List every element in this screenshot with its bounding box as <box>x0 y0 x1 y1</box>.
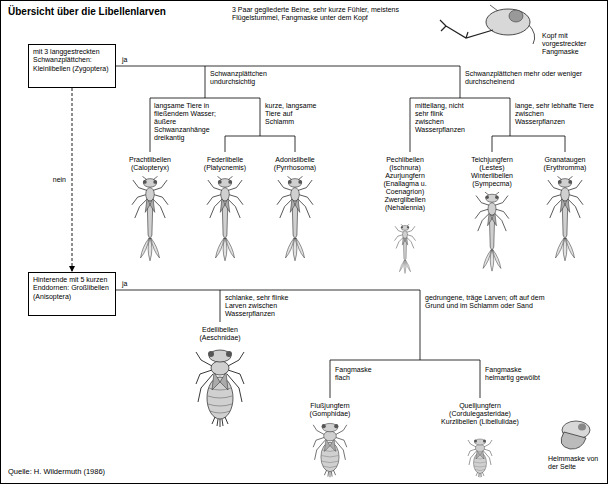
connector-line <box>72 88 73 272</box>
trait-text: langsame Tiere in fließendem Wasser; äuß… <box>154 102 222 142</box>
taxon-label: Edellibellen (Aeschnidae) <box>184 326 256 342</box>
trait-text: Fangmaske flach <box>335 366 380 382</box>
taxon-label: Prachtlibellen (Calopteryx) <box>118 156 182 172</box>
taxon-label: Flußjungfern (Gomphidae) <box>290 402 370 418</box>
branch-label: ja <box>122 56 142 64</box>
dashed-connector <box>69 88 75 272</box>
trait-text: schlanke, sehr flinke Larven zwischen Wa… <box>225 294 310 318</box>
tree-lines <box>116 66 565 398</box>
branch-label: Schwanzplättchen undurchsichtig <box>210 70 300 86</box>
trait-text: Fangmaske helmartig gewölbt <box>485 366 545 382</box>
source-caption: Quelle: H. Wildermuth (1986) <box>8 468 105 477</box>
branch-label: Schwanzplättchen mehr oder weniger durch… <box>465 70 600 86</box>
box-text: Hinterende mit 5 kurzen Enddornen: Großl… <box>33 276 111 301</box>
larva-libellulidae <box>468 439 492 478</box>
trait-text: kurze, langsame Tiere auf Schlamm <box>265 102 321 126</box>
trait-text: gedrungene, träge Larven; oft auf dem Gr… <box>425 294 545 310</box>
key-box: Hinterende mit 5 kurzen Enddornen: Großl… <box>28 272 116 316</box>
key-box: mit 3 langgestreckten Schwanzplättchen: … <box>28 44 116 88</box>
taxon-label: Quelljungfern (Cordulegasteridae) Kurzli… <box>434 402 526 426</box>
trait-text: mittellang, nicht sehr flink zwischen Wa… <box>415 102 473 134</box>
larva-pyrrhosoma <box>277 176 313 261</box>
figure-caption: Kopf mit vorgestreckter Fangmaske <box>542 32 604 56</box>
head-with-mask <box>440 5 535 44</box>
taxon-label: Federlibelle (Platycnemis) <box>194 156 256 172</box>
larva-gomphidae <box>313 423 347 477</box>
taxon-label: Teichjungfern (Lestes) Winterlibellen (S… <box>460 156 524 188</box>
larva-lestes <box>475 192 509 271</box>
larva-erythromma <box>547 176 583 261</box>
edge-label: nein <box>52 176 67 184</box>
note-text: 3 Paar gegliederte Beine, sehr kurze Füh… <box>232 6 432 22</box>
larva-calopteryx <box>132 176 168 261</box>
trait-text: lange, sehr lebhafte Tiere zwischen Wass… <box>515 102 595 126</box>
helmet-mask-head <box>561 421 590 449</box>
box-text: mit 3 langgestreckten Schwanzplättchen: … <box>33 48 111 73</box>
figure-caption: Helmmaske von der Seite <box>548 455 604 471</box>
larva-platycnemis <box>207 176 243 261</box>
diagram-title: Übersicht über die Libellenlarven <box>8 6 166 18</box>
taxon-label: Granataugen (Erythromma) <box>534 156 596 172</box>
larva-aeschnidae <box>196 350 244 427</box>
taxon-label: Adonislibelle (Pyrrhosoma) <box>264 156 326 172</box>
larva-ischnura <box>394 224 415 273</box>
taxon-label: Pechlibellen (Ischnura) Azurjungfern (En… <box>371 156 439 212</box>
branch-label: ja <box>122 280 142 288</box>
